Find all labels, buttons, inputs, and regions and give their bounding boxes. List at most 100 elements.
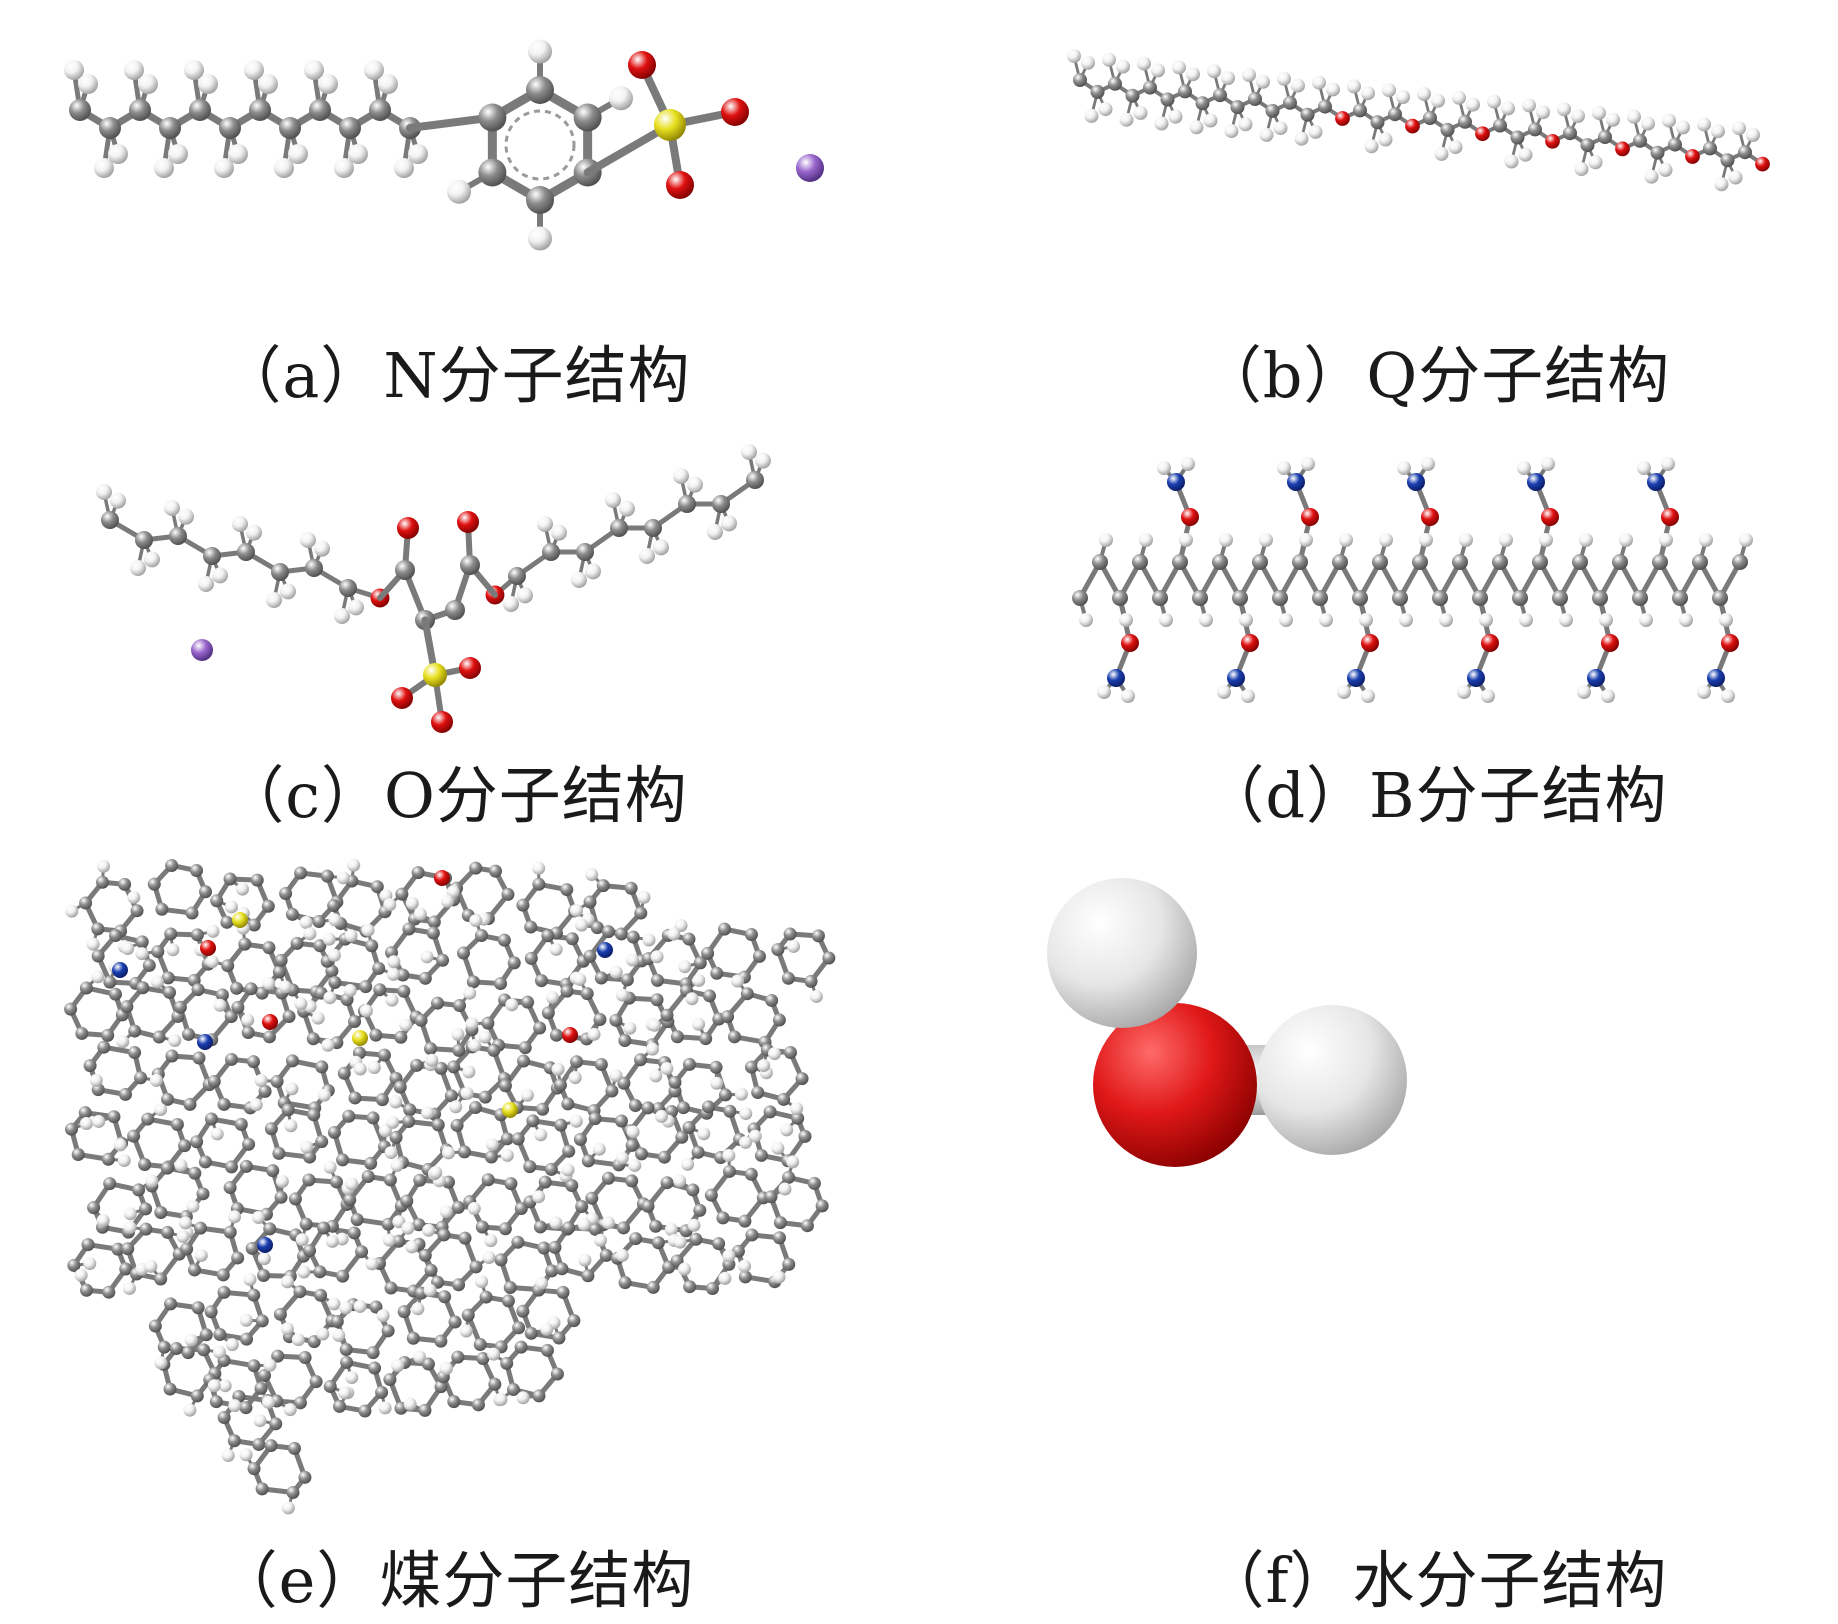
- hydrogen-atom: [253, 1414, 267, 1428]
- hydrogen-atom: [328, 913, 342, 927]
- carbon-atom: [287, 1441, 301, 1455]
- carbon-atom: [475, 929, 489, 943]
- hydrogen-atom: [323, 1160, 337, 1174]
- hydrogen-atom: [1219, 533, 1233, 547]
- carbon-atom: [581, 1154, 595, 1168]
- oxygen-atom: [1685, 149, 1700, 164]
- oxygen-atom: [1615, 141, 1630, 157]
- hydrogen-atom: [678, 960, 692, 974]
- hydrogen-atom: [1739, 533, 1753, 547]
- carbon-atom: [239, 1401, 253, 1415]
- hydrogen-atom: [314, 540, 330, 557]
- hydrogen-atom: [327, 948, 341, 962]
- carbon-atom: [303, 1244, 317, 1258]
- carbon-atom: [1092, 554, 1108, 570]
- hydrogen-atom: [94, 158, 114, 178]
- carbon-atom: [329, 1175, 343, 1189]
- hydrogen-atom: [257, 1252, 271, 1266]
- hydrogen-atom: [246, 524, 262, 541]
- hydrogen-atom: [78, 74, 98, 94]
- hydrogen-atom: [353, 1062, 367, 1076]
- oxygen-atom: [666, 171, 694, 199]
- carbon-atom: [1332, 554, 1348, 570]
- hydrogen-atom: [757, 1059, 771, 1073]
- hydrogen-atom: [1326, 82, 1340, 97]
- carbon-atom: [231, 1251, 245, 1265]
- carbon-atom: [325, 964, 339, 978]
- sulfur-atom: [232, 912, 248, 928]
- hydrogen-atom: [224, 900, 238, 914]
- carbon-atom: [412, 1218, 426, 1232]
- carbon-atom: [610, 519, 628, 537]
- carbon-atom: [190, 1135, 204, 1149]
- hydrogen-atom: [92, 1114, 106, 1128]
- hydrogen-atom: [1417, 87, 1431, 101]
- carbon-atom: [239, 1159, 253, 1173]
- carbon-atom: [514, 1340, 528, 1354]
- carbon-atom: [69, 99, 91, 121]
- hydrogen-atom: [626, 1125, 640, 1139]
- hydrogen-atom: [446, 885, 460, 899]
- hydrogen-atom: [623, 1021, 637, 1035]
- hydrogen-atom: [739, 1135, 753, 1149]
- carbon-atom: [339, 579, 357, 597]
- carbon-atom: [1650, 145, 1665, 160]
- nitrogen-atom: [1707, 669, 1725, 687]
- oxygen-atom: [391, 687, 413, 709]
- hydrogen-atom: [1658, 162, 1673, 177]
- carbon-atom: [450, 1118, 464, 1132]
- hydrogen-atom: [484, 1234, 498, 1248]
- hydrogen-atom: [1577, 685, 1591, 699]
- hydrogen-atom: [535, 1276, 549, 1290]
- carbon-atom: [383, 1173, 397, 1187]
- hydrogen-atom: [571, 572, 587, 588]
- carbon-atom: [1352, 590, 1368, 606]
- carbon-atom: [461, 1308, 475, 1322]
- hydrogen-atom: [1139, 533, 1153, 547]
- sulfur-atom: [423, 663, 447, 687]
- hydrogen-atom: [615, 1248, 629, 1262]
- carbon-atom: [593, 1012, 607, 1026]
- carbon-atom: [494, 977, 508, 991]
- carbon-atom: [348, 1091, 362, 1105]
- carbon-atom: [629, 1232, 643, 1246]
- carbon-atom: [609, 1013, 623, 1027]
- hydrogen-atom: [439, 1205, 453, 1219]
- carbon-atom: [1090, 84, 1105, 99]
- carbon-atom: [219, 117, 241, 139]
- carbon-atom: [241, 1026, 255, 1040]
- carbon-atom: [397, 984, 411, 998]
- hydrogen-atom: [549, 942, 563, 956]
- carbon-atom: [79, 896, 93, 910]
- hydrogen-atom: [780, 1123, 794, 1137]
- o-molecule-model: [96, 444, 771, 733]
- carbon-atom: [339, 1343, 353, 1357]
- carbon-atom: [320, 869, 334, 883]
- nitrogen-atom: [1587, 669, 1605, 687]
- carbon-atom: [518, 1041, 532, 1055]
- hydrogen-atom: [1536, 105, 1550, 120]
- hydrogen-atom: [573, 972, 587, 986]
- hydrogen-atom: [578, 1253, 592, 1267]
- carbon-atom: [682, 1057, 696, 1071]
- hydrogen-atom: [697, 1127, 711, 1141]
- hydrogen-atom: [420, 950, 434, 964]
- carbon-atom: [190, 928, 204, 942]
- carbon-atom: [220, 915, 234, 929]
- carbon-atom: [279, 886, 293, 900]
- hydrogen-atom: [628, 1158, 642, 1172]
- carbon-atom: [1632, 590, 1648, 606]
- carbon-atom: [516, 898, 530, 912]
- carbon-atom: [596, 879, 610, 893]
- hydrogen-atom: [1421, 457, 1435, 471]
- hydrogen-atom: [1172, 60, 1186, 75]
- carbon-atom: [701, 946, 715, 960]
- panel-n-molecule: （a）N分子结构: [30, 20, 880, 412]
- carbon-atom: [772, 1013, 786, 1027]
- carbon-atom: [444, 1089, 458, 1103]
- carbon-atom: [534, 974, 548, 988]
- carbon-atom: [1563, 126, 1577, 141]
- carbon-atom: [400, 1194, 414, 1208]
- carbon-atom: [565, 1178, 579, 1192]
- carbon-atom: [247, 1055, 261, 1069]
